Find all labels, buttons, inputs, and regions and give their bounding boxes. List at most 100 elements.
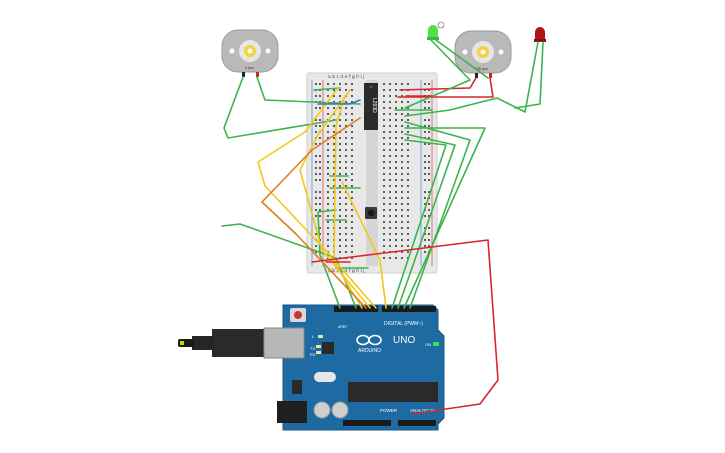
breadboard-hole[interactable] [351,191,353,193]
breadboard-hole[interactable] [383,89,385,91]
breadboard-hole[interactable] [395,83,397,85]
breadboard-hole[interactable] [333,143,335,145]
breadboard-hole[interactable] [351,185,353,187]
breadboard-hole[interactable] [345,245,347,247]
wire-red-5v[interactable] [311,239,499,415]
breadboard-rail-hole[interactable] [315,173,317,175]
breadboard-hole[interactable] [333,125,335,127]
breadboard-hole[interactable] [401,101,403,103]
breadboard-rail-hole[interactable] [424,227,426,229]
breadboard-hole[interactable] [389,173,391,175]
wire-green-jumper-4[interactable] [313,87,341,91]
breadboard-hole[interactable] [345,149,347,151]
breadboard-hole[interactable] [407,167,409,169]
breadboard-hole[interactable] [351,173,353,175]
breadboard-hole[interactable] [345,125,347,127]
breadboard-hole[interactable] [327,185,329,187]
breadboard-rail-hole[interactable] [428,239,430,241]
breadboard-hole[interactable] [339,107,341,109]
breadboard-hole[interactable] [401,167,403,169]
breadboard-hole[interactable] [389,143,391,145]
breadboard-hole[interactable] [407,221,409,223]
breadboard-hole[interactable] [351,233,353,235]
breadboard-hole[interactable] [407,185,409,187]
breadboard-hole[interactable] [407,215,409,217]
breadboard-hole[interactable] [383,197,385,199]
breadboard-hole[interactable] [401,197,403,199]
breadboard-hole[interactable] [351,89,353,91]
breadboard-hole[interactable] [339,119,341,121]
breadboard-hole[interactable] [351,221,353,223]
breadboard-hole[interactable] [395,209,397,211]
breadboard-hole[interactable] [345,251,347,253]
breadboard-hole[interactable] [345,167,347,169]
breadboard-hole[interactable] [351,95,353,97]
breadboard-hole[interactable] [339,125,341,127]
breadboard-rail-hole[interactable] [315,197,317,199]
breadboard-rail-hole[interactable] [315,83,317,85]
breadboard-hole[interactable] [351,113,353,115]
breadboard-hole[interactable] [407,209,409,211]
breadboard-hole[interactable] [345,203,347,205]
breadboard-hole[interactable] [383,119,385,121]
breadboard-hole[interactable] [383,245,385,247]
breadboard-hole[interactable] [351,179,353,181]
breadboard-hole[interactable] [407,119,409,121]
breadboard-hole[interactable] [327,167,329,169]
breadboard-hole[interactable] [339,161,341,163]
breadboard-rail-hole[interactable] [315,143,317,145]
breadboard-hole[interactable] [407,137,409,139]
breadboard-rail-hole[interactable] [424,107,426,109]
breadboard-hole[interactable] [389,239,391,241]
breadboard-hole[interactable] [401,137,403,139]
dc-motor-right[interactable]: 336 rpm [454,30,512,78]
breadboard-hole[interactable] [351,227,353,229]
breadboard-hole[interactable] [383,155,385,157]
wire-orange[interactable] [261,117,367,309]
breadboard-hole[interactable] [389,167,391,169]
breadboard-hole[interactable] [407,245,409,247]
breadboard-hole[interactable] [339,191,341,193]
breadboard-rail-hole[interactable] [428,101,430,103]
breadboard-rail-hole[interactable] [315,107,317,109]
breadboard-hole[interactable] [395,155,397,157]
breadboard-hole[interactable] [395,119,397,121]
breadboard-hole[interactable] [395,167,397,169]
breadboard-rail-hole[interactable] [319,95,321,97]
breadboard-hole[interactable] [345,119,347,121]
wire-motor-left-pos[interactable] [256,76,361,105]
breadboard-rail-hole[interactable] [319,155,321,157]
breadboard-hole[interactable] [395,161,397,163]
breadboard-hole[interactable] [333,155,335,157]
wire-yellow-4[interactable] [341,181,387,309]
breadboard-rail-hole[interactable] [428,137,430,139]
breadboard-rail-hole[interactable] [424,251,426,253]
breadboard-hole[interactable] [327,143,329,145]
breadboard-hole[interactable] [407,113,409,115]
breadboard-hole[interactable] [345,161,347,163]
breadboard-hole[interactable] [401,191,403,193]
breadboard-rail-hole[interactable] [315,125,317,127]
breadboard-hole[interactable] [383,257,385,259]
breadboard-hole[interactable] [327,173,329,175]
breadboard-rail-hole[interactable] [424,173,426,175]
breadboard-hole[interactable] [339,173,341,175]
breadboard-rail-hole[interactable] [424,143,426,145]
breadboard-hole[interactable] [395,95,397,97]
breadboard-hole[interactable] [401,143,403,145]
breadboard-hole[interactable] [401,257,403,259]
breadboard-hole[interactable] [389,233,391,235]
breadboard-rail-hole[interactable] [315,131,317,133]
breadboard-rail-hole[interactable] [428,233,430,235]
breadboard-rail-hole[interactable] [319,137,321,139]
breadboard-hole[interactable] [327,155,329,157]
breadboard-hole[interactable] [383,83,385,85]
breadboard-hole[interactable] [383,203,385,205]
breadboard-hole[interactable] [339,221,341,223]
breadboard-rail-hole[interactable] [424,167,426,169]
breadboard-hole[interactable] [383,101,385,103]
breadboard-rail-hole[interactable] [424,233,426,235]
breadboard-hole[interactable] [389,119,391,121]
breadboard-hole[interactable] [389,245,391,247]
breadboard-hole[interactable] [395,101,397,103]
